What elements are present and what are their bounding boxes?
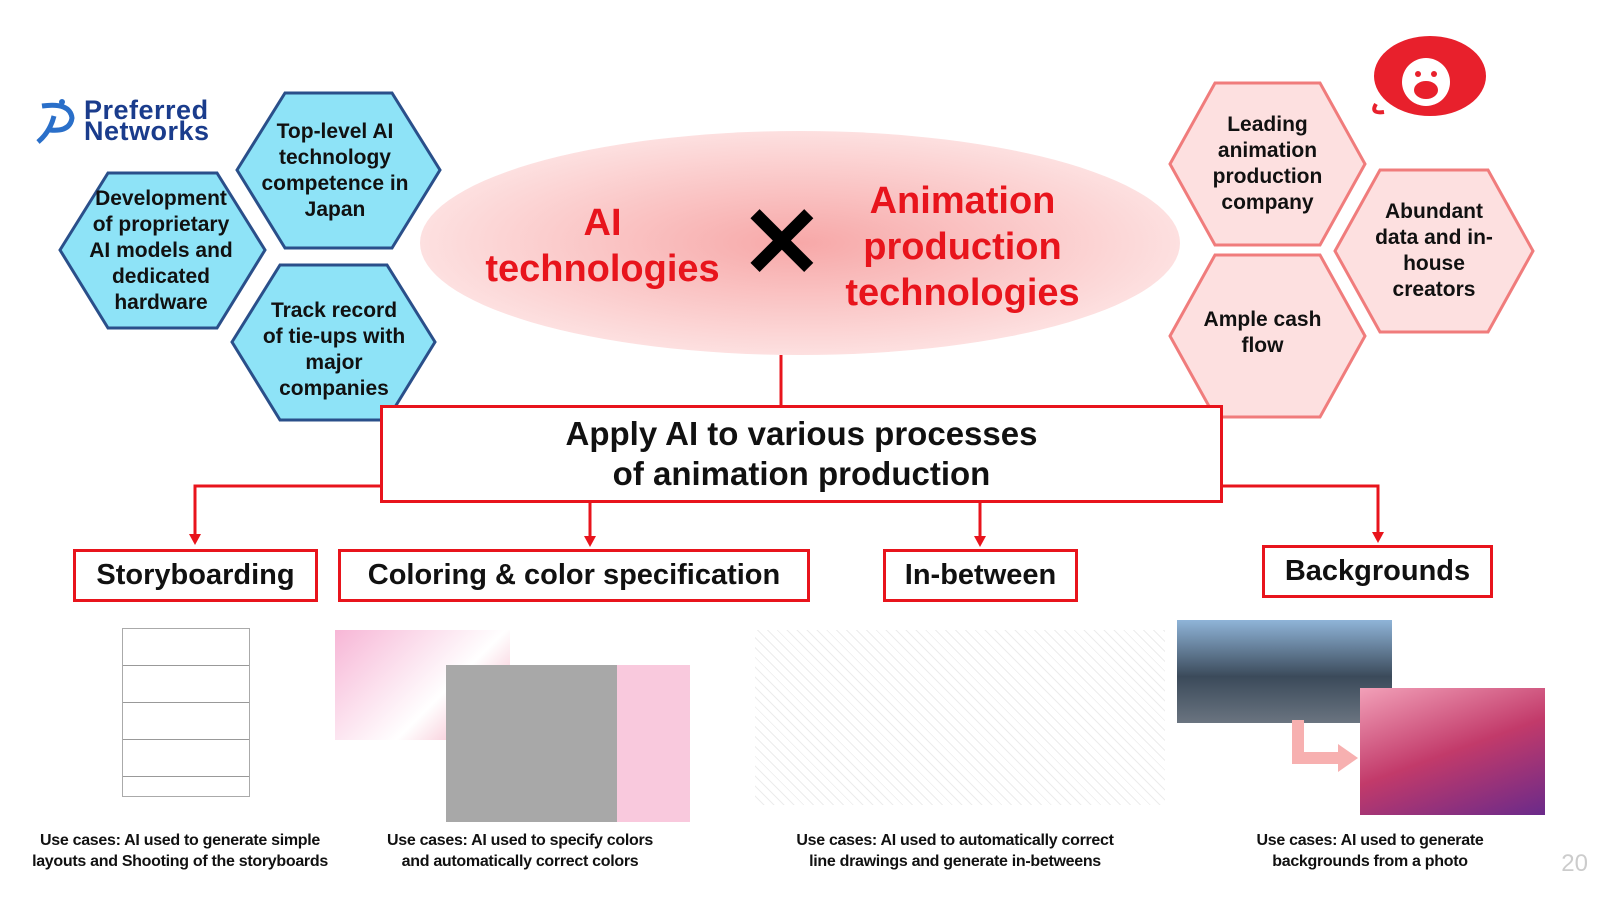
caption-storyboarding: Use cases: AI used to generate simple la…	[32, 832, 328, 870]
arrow-photo-to-background-icon	[1292, 720, 1358, 772]
hex-leading	[1168, 81, 1367, 247]
anim-strength-ample-cash: Ample cash flow	[1203, 308, 1322, 357]
caption-coloring: Use cases: AI used to specify colors and…	[386, 832, 654, 870]
cross-icon: ✕	[740, 187, 824, 299]
center-ellipse	[420, 131, 1180, 355]
ai-strength-development: Development of proprietary AI models and…	[89, 186, 233, 314]
caption-in-between: Use cases: AI used to automatically corr…	[796, 832, 1114, 870]
caption-backgrounds: Use cases: AI used to generate backgroun…	[1256, 832, 1484, 870]
anim-strength-leading: Leading animation production company	[1212, 113, 1323, 214]
storyboard-image	[122, 628, 250, 797]
anim-strength-abundant: Abundant data and in- house creators	[1375, 200, 1493, 301]
hex-development	[58, 171, 267, 330]
process-backgrounds: Backgrounds	[1262, 545, 1493, 598]
ai-strength-top-level: Top-level AI technology competence in Ja…	[261, 119, 409, 221]
preferred-networks-logo: Preferred Networks	[36, 97, 210, 145]
ai-technologies-label: AI technologies	[485, 202, 720, 290]
page-number: 20	[1561, 850, 1588, 877]
hex-top-level-ai	[235, 91, 442, 250]
generated-background-image	[1360, 688, 1545, 815]
hex-abundant	[1333, 168, 1535, 334]
color-specification-sheet-image	[446, 665, 690, 822]
hex-track-record	[230, 263, 437, 422]
ai-strength-track-record: Track record of tie-ups with major compa…	[262, 298, 406, 400]
arrowheads	[189, 532, 1384, 547]
process-storyboarding: Storyboarding	[73, 549, 318, 602]
connector-lines	[193, 355, 1380, 540]
apply-ai-box: Apply AI to various processes of animati…	[380, 405, 1223, 503]
animation-technologies-label: Animation production technologies	[845, 180, 1080, 314]
mascot-logo	[1372, 36, 1486, 116]
in-between-drawings-image	[755, 630, 1165, 805]
process-coloring: Coloring & color specification	[338, 549, 810, 602]
process-in-between: In-between	[883, 549, 1078, 602]
background-photo-image	[1177, 620, 1392, 723]
pfn-logo-icon	[36, 99, 75, 144]
